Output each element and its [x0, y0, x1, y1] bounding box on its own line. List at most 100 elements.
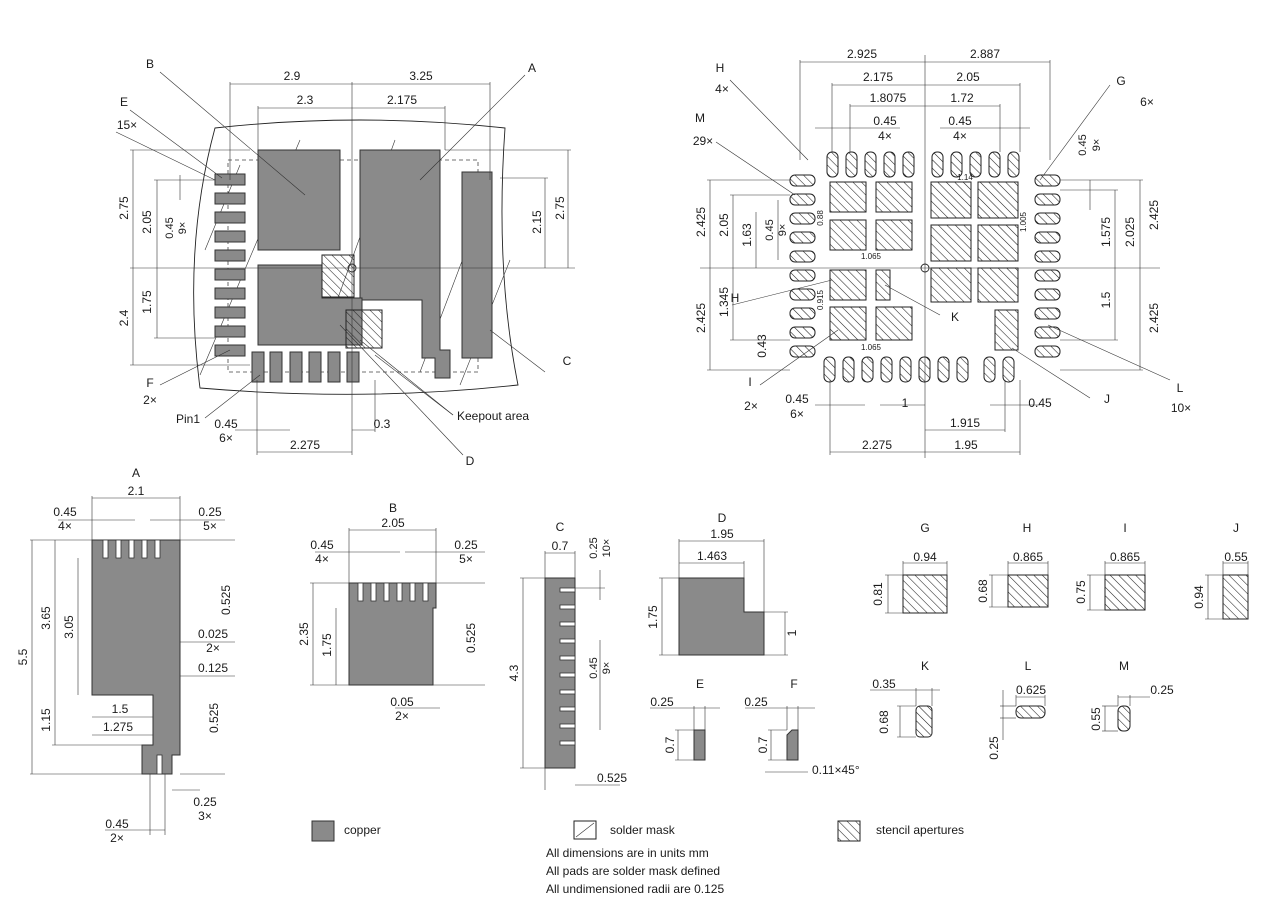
dim-9x-left: 9× — [177, 222, 189, 235]
callout-j: J — [1104, 392, 1110, 406]
detail-d-label: D — [718, 511, 727, 525]
dim-2.175: 2.175 — [863, 70, 893, 84]
detail-d-dim-1.463: 1.463 — [697, 549, 727, 563]
callout-e-count: 15× — [117, 118, 137, 132]
dim-1.63-l: 1.63 — [740, 223, 754, 247]
detail-a-dim-1.15: 1.15 — [39, 708, 53, 732]
detail-c-dim-9x: 9× — [601, 662, 613, 675]
detail-e: E 0.25 0.7 — [650, 677, 720, 761]
stencil-left-pins — [789, 174, 816, 358]
detail-c-dim-0.525: 0.525 — [597, 771, 627, 785]
detail-h-dim-0.865: 0.865 — [1013, 550, 1043, 564]
detail-h: H 0.865 0.68 — [976, 521, 1049, 608]
detail-a-dim-0.25: 0.25 — [198, 505, 222, 519]
detail-a-dim-3.65: 3.65 — [39, 606, 53, 630]
callout-h-count: 4× — [715, 82, 729, 96]
dim-0.45-t2: 0.45 — [948, 114, 972, 128]
detail-m-dim-0.25: 0.25 — [1150, 683, 1174, 697]
callout-l: L — [1177, 381, 1184, 395]
detail-c-dim-10x: 10× — [601, 539, 613, 558]
dim-2.4-left: 2.4 — [117, 309, 131, 326]
callout-g-count: 6× — [1140, 95, 1154, 109]
dim-1.75-left: 1.75 — [140, 290, 154, 314]
inner-0.915: 0.915 — [816, 289, 825, 310]
inner-0.88: 0.88 — [816, 210, 825, 226]
detail-k-label: K — [921, 659, 929, 673]
detail-a-dim-0.525-top: 0.525 — [219, 585, 233, 615]
detail-f-dim-chamfer: 0.11×45° — [812, 763, 860, 777]
detail-a-dim-4x: 4× — [58, 519, 72, 533]
detail-b-dim-0.05: 0.05 — [390, 695, 414, 709]
dim-0.3-bottom: 0.3 — [374, 417, 391, 431]
top-left-dim-labels: 2.9 3.25 2.3 2.175 2.75 2.05 0.45 9× 2.4… — [117, 57, 572, 468]
detail-c: C 0.7 0.25 10× 4.3 0.45 9× 0.525 — [507, 520, 627, 790]
detail-e-dim-0.7: 0.7 — [663, 736, 677, 753]
callout-h2: H — [731, 291, 740, 305]
note-radii: All undimensioned radii are 0.125 — [546, 882, 724, 896]
legend-solder-mask-swatch — [573, 820, 597, 840]
dim-1.95-b: 1.95 — [954, 438, 978, 452]
callout-f-count: 2× — [143, 393, 157, 407]
dim-9x-r: 9× — [1091, 139, 1103, 152]
stencil-layout-view: 2.925 2.887 2.175 2.05 1.8075 1.72 0.45 … — [693, 47, 1191, 458]
detail-l: L 0.625 0.25 — [987, 659, 1046, 760]
dim-2.025-r: 2.025 — [1123, 217, 1137, 247]
callout-m: M — [695, 111, 705, 125]
callout-pin1: Pin1 — [176, 412, 200, 426]
detail-a-label: A — [132, 466, 140, 480]
detail-l-label: L — [1025, 659, 1032, 673]
detail-a: A 2.1 0.45 4× 0.25 5× 5.5 3.65 3.05 1.15… — [16, 466, 235, 845]
detail-l-dim-0.625: 0.625 — [1016, 683, 1046, 697]
legend-stencil-swatch — [837, 820, 861, 842]
detail-a-dim-2x-a: 2× — [206, 641, 220, 655]
detail-b-dim-0.25: 0.25 — [454, 538, 478, 552]
dim-2.275-bottom: 2.275 — [290, 438, 320, 452]
dim-2.425-l1: 2.425 — [694, 207, 708, 237]
dim-0.45-r: 0.45 — [1077, 134, 1089, 155]
dim-2.05: 2.05 — [956, 70, 980, 84]
e-pad-column — [214, 173, 246, 357]
dim-4x-t1: 4× — [878, 129, 892, 143]
callout-a: A — [528, 61, 536, 75]
detail-b-dim-2x: 2× — [395, 709, 409, 723]
detail-g: G 0.94 0.81 — [871, 521, 948, 614]
detail-h-dim-0.68: 0.68 — [976, 579, 990, 603]
detail-a-dim-3x: 3× — [198, 809, 212, 823]
detail-f-label: F — [790, 677, 797, 691]
detail-i-label: I — [1123, 521, 1126, 535]
callout-h: H — [716, 61, 725, 75]
detail-k: K 0.35 0.68 — [870, 659, 940, 738]
callout-keepout: Keepout area — [457, 409, 529, 423]
detail-f-dim-0.25: 0.25 — [744, 695, 768, 709]
callout-m-count: 29× — [693, 134, 713, 148]
detail-i-dim-0.865: 0.865 — [1110, 550, 1140, 564]
detail-m-dim-0.55: 0.55 — [1089, 707, 1103, 731]
dim-0.45-t1: 0.45 — [873, 114, 897, 128]
detail-a-dim-3.05: 3.05 — [62, 615, 76, 639]
detail-m-label: M — [1119, 659, 1129, 673]
dim-2.05-l: 2.05 — [717, 213, 731, 237]
callout-c: C — [563, 354, 572, 368]
legend-copper-label: copper — [344, 823, 381, 837]
dim-2.05-left: 2.05 — [140, 210, 154, 234]
detail-b-dim-2.35: 2.35 — [297, 622, 311, 646]
detail-d-dim-1: 1 — [785, 629, 799, 636]
detail-c-dim-4.3: 4.3 — [507, 664, 521, 681]
dim-2.425-r1: 2.425 — [1147, 200, 1161, 230]
dim-2.175: 2.175 — [387, 93, 417, 107]
detail-a-dim-0.25-bot: 0.25 — [193, 795, 217, 809]
dim-2.9: 2.9 — [284, 69, 301, 83]
detail-d-dim-1.75: 1.75 — [646, 605, 660, 629]
detail-g-dim-0.81: 0.81 — [871, 582, 885, 606]
detail-c-label: C — [556, 520, 565, 534]
dim-1.8075: 1.8075 — [870, 91, 907, 105]
dim-1.915-b: 1.915 — [950, 416, 980, 430]
callout-f: F — [146, 376, 153, 390]
stencil-bottom-pins — [823, 356, 1015, 383]
dim-0.45-l: 0.45 — [764, 219, 776, 240]
detail-a-dim-0.025: 0.025 — [198, 627, 228, 641]
inner-1.005: 1.005 — [1019, 211, 1028, 232]
detail-b-dim-5x: 5× — [459, 552, 473, 566]
notes: All dimensions are in units mm All pads … — [546, 846, 724, 896]
detail-l-dim-0.25: 0.25 — [987, 736, 1001, 760]
